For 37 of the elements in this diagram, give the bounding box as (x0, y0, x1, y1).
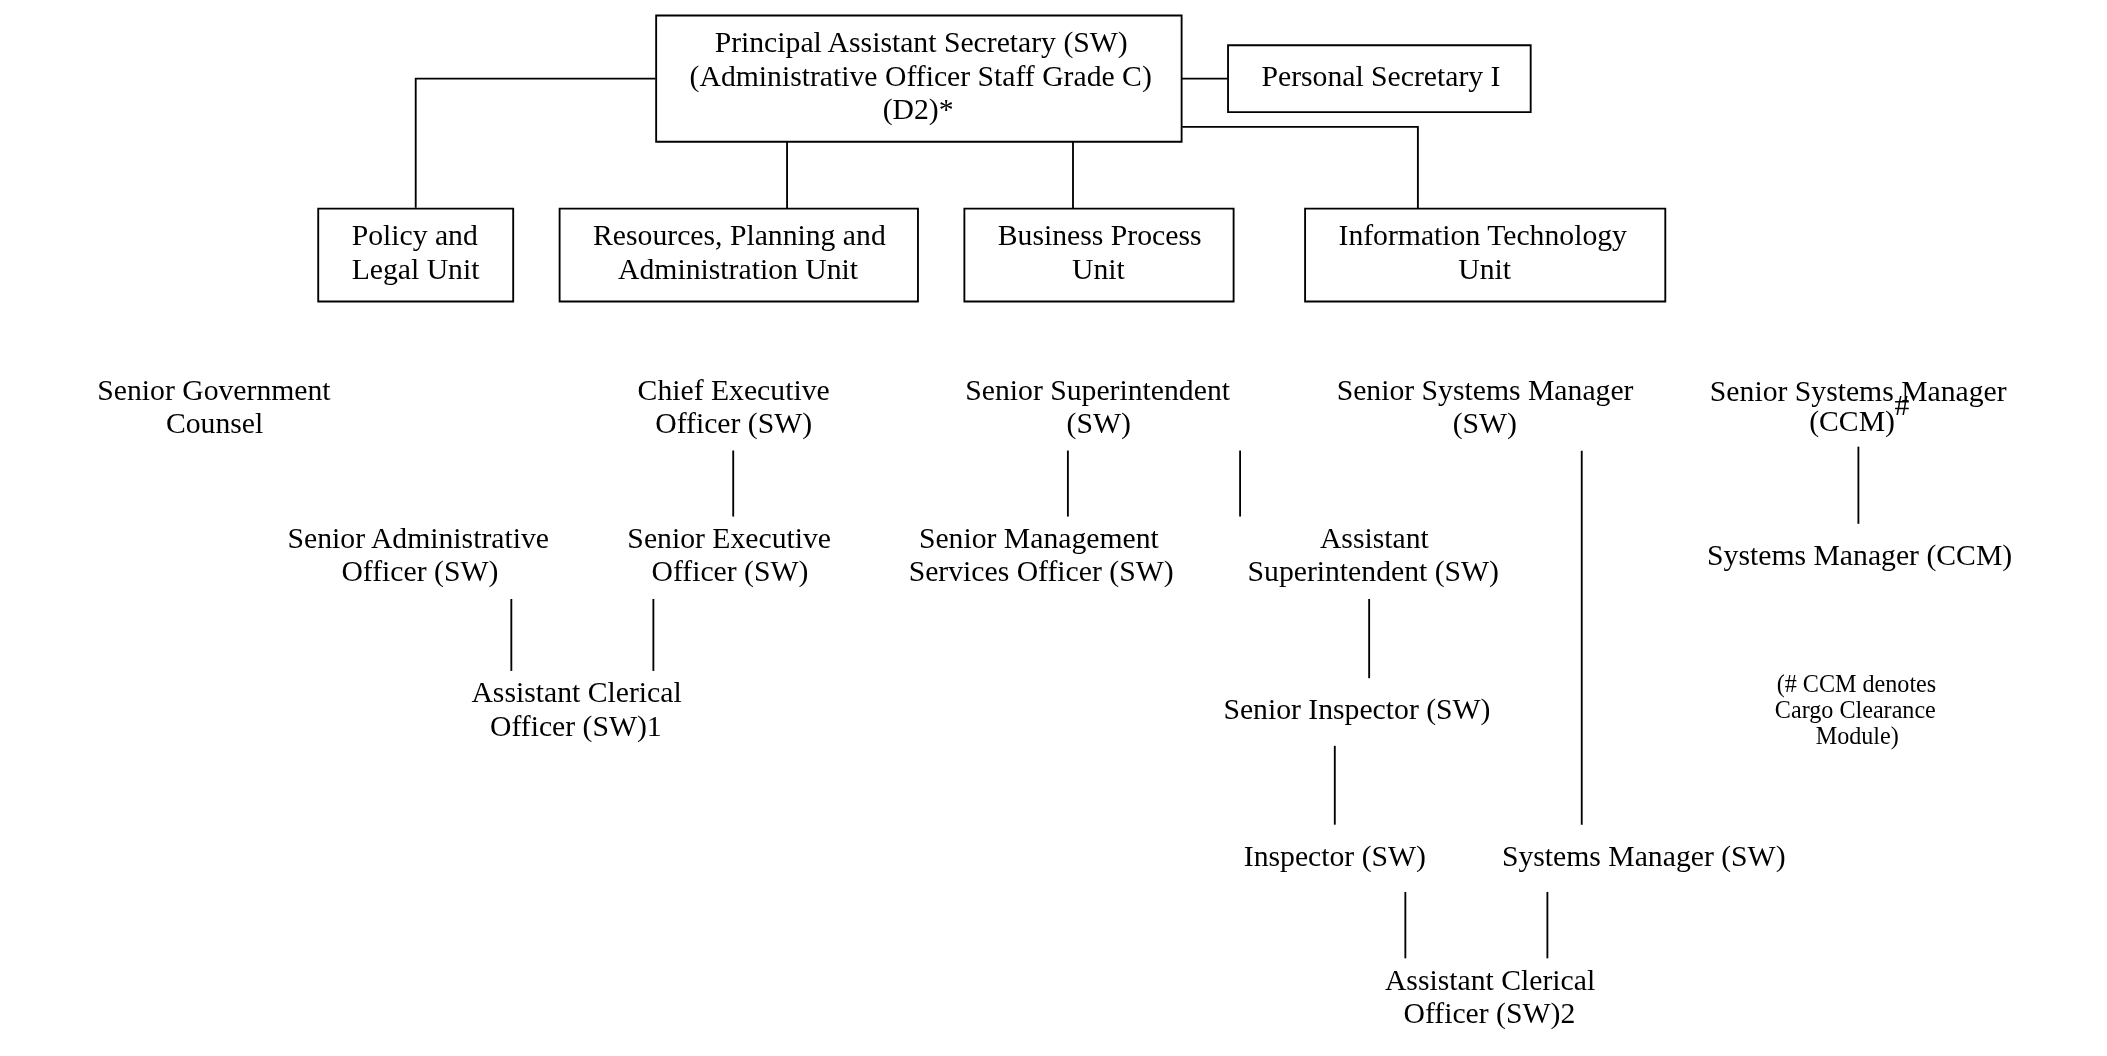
connector (1857, 445, 1860, 525)
connector (1580, 449, 1583, 826)
node-box: Business Process Unit (963, 207, 1235, 303)
connector (1072, 140, 1074, 210)
connector (1239, 449, 1242, 518)
node-text: Senior Superintendent (SW) (965, 373, 1230, 439)
node-text: Chief Executive Officer (SW) (637, 373, 830, 439)
node-text: Senior Inspector (SW) (1223, 692, 1491, 725)
node-text: Senior Administrative Officer (SW) (287, 522, 549, 588)
connector (652, 598, 655, 672)
node-text: Assistant Clerical Officer (SW)1 (471, 676, 682, 742)
connector (786, 140, 788, 210)
node-text: Systems Manager (SW) (1501, 839, 1786, 872)
node-text: Assistant Superintendent (SW) (1247, 522, 1499, 588)
connector (414, 77, 657, 209)
connector (1546, 891, 1549, 960)
node-box: Principal Assistant Secretary (SW) (Administrative Officer Staff Grade C) (D2)* (655, 14, 1183, 143)
label: (# CCM denotes Cargo Clearance Module) (1774, 670, 1937, 750)
node-box: Personal Secretary I (1227, 44, 1532, 114)
node-box: Information Technology Unit (1304, 207, 1667, 303)
node-text: Inspector (SW) (1243, 839, 1426, 872)
node-text: Senior Government Counsel (97, 373, 331, 439)
connector (1181, 126, 1419, 209)
connector (510, 598, 513, 672)
connector (1066, 449, 1069, 518)
node-text: Senior Executive Officer (SW) (627, 522, 831, 588)
node-box: Resources, Planning and Administration Unit (558, 207, 919, 303)
connector (732, 449, 735, 518)
connector (1181, 77, 1229, 80)
connector (1333, 744, 1336, 826)
node-text: Senior Systems Manager (SW) (1336, 373, 1634, 439)
node-text: Systems Manager (CCM) (1707, 538, 2013, 571)
connector (1404, 891, 1407, 960)
node-text: Senior Management Services Officer (SW) (908, 522, 1174, 588)
node-box: Policy and Legal Unit (317, 207, 515, 303)
connector (1368, 598, 1371, 680)
node-text: Assistant Clerical Officer (SW)2 (1384, 963, 1596, 1030)
